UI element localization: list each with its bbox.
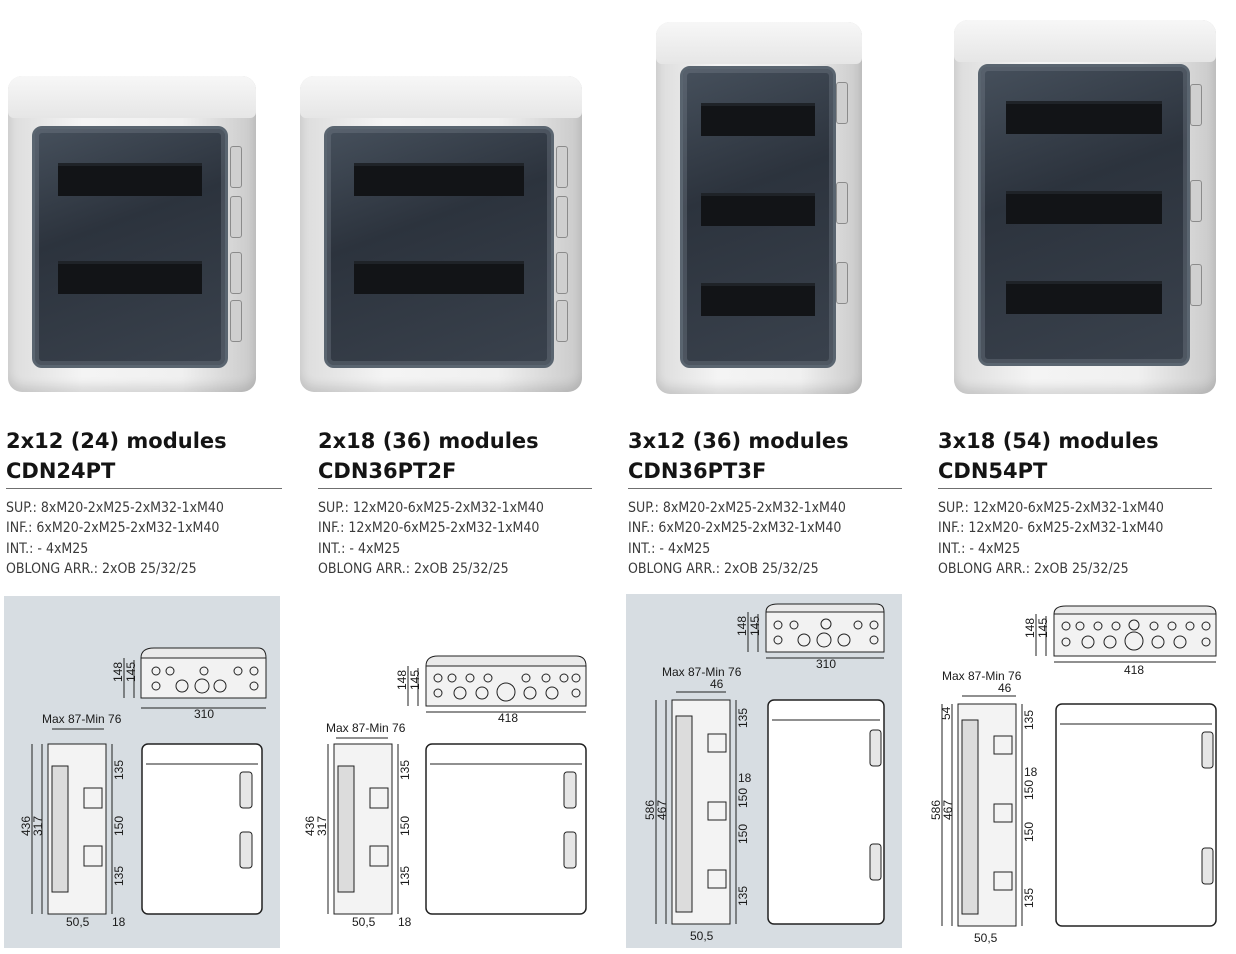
product-column-3: 3x12 (36) modules CDN36PT3F SUP.: 8xM20-…: [622, 0, 922, 954]
divider: [6, 488, 282, 489]
product-code: CDN36PT3F: [628, 459, 767, 483]
dim-width: 310: [816, 657, 836, 671]
product-title: 3x12 (36) modules: [628, 429, 849, 453]
dim-height: 586: [929, 800, 943, 820]
dim-spacing-1: 135: [112, 760, 126, 780]
dim-depth-top: 148: [395, 670, 409, 690]
product-title: 3x18 (54) modules: [938, 429, 1159, 453]
spec-list: SUP.: 8xM20-2xM25-2xM32-1xM40 INF.: 6xM2…: [628, 498, 846, 580]
dim-gland-note: Max 87-Min 76: [662, 665, 742, 679]
dim-width: 418: [498, 711, 518, 725]
dim-top-offset: 46: [710, 677, 724, 691]
product-photo-cdn36pt2f: [300, 76, 582, 392]
dim-bottom-2: 18: [398, 915, 412, 929]
dim-depth-top: 148: [1023, 618, 1037, 638]
technical-drawing-cdn36pt2f: 148 145 418 Max 87-Min 76 436 317 135 15…: [303, 596, 604, 948]
dim-spacing-2: 150: [398, 816, 412, 836]
product-photo-cdn36pt3f: [656, 22, 862, 394]
spec-int: INT.: - 4xM25: [318, 540, 401, 557]
spec-inf: INF.: 6xM20-2xM25-2xM32-1xM40: [628, 520, 842, 537]
dim-spacing-3: 135: [398, 866, 412, 886]
product-title: 2x12 (24) modules: [6, 429, 227, 453]
dim-inner-height: 317: [315, 816, 329, 836]
product-column-4: 3x18 (54) modules CDN54PT SUP.: 12xM20-6…: [929, 0, 1232, 954]
dim-height: 436: [19, 816, 33, 836]
dim-spacing-2: 18: [738, 771, 752, 785]
dim-bottom-1: 50,5: [974, 931, 998, 945]
dim-width: 418: [1124, 663, 1144, 677]
dim-bottom-2: 18: [112, 915, 126, 929]
dim-depth-inner: 145: [1036, 618, 1050, 638]
product-code: CDN36PT2F: [318, 459, 457, 483]
dim-gland-note: Max 87-Min 76: [942, 669, 1022, 683]
dim-height: 436: [303, 816, 317, 836]
dim-bottom-1: 50,5: [690, 929, 714, 943]
spec-list: SUP.: 12xM20-6xM25-2xM32-1xM40 INF.: 12x…: [938, 498, 1164, 580]
dim-top-side: 54: [939, 706, 953, 720]
spec-int: INT.: - 4xM25: [628, 540, 711, 557]
product-column-1: 2x12 (24) modules CDN24PT SUP.: 8xM20-2x…: [0, 0, 300, 954]
dim-depth-top: 148: [735, 616, 749, 636]
spec-int: INT.: - 4xM25: [938, 540, 1021, 557]
dim-spacing-3: 135: [112, 866, 126, 886]
spec-inf: INF.: 12xM20- 6xM25-2xM32-1xM40: [938, 520, 1164, 537]
dim-depth-inner: 145: [124, 662, 138, 682]
dim-spacing-1: 135: [398, 760, 412, 780]
dim-spacing-1: 135: [1022, 710, 1036, 730]
product-title: 2x18 (36) modules: [318, 429, 539, 453]
dim-gland-note: Max 87-Min 76: [42, 712, 122, 726]
dim-inner-height: 467: [941, 800, 955, 820]
dim-inner-height: 467: [655, 800, 669, 820]
technical-drawing-cdn36pt3f: 148 145 310 Max 87-Min 76 46 586 467 135…: [626, 594, 902, 948]
dim-height: 586: [643, 800, 657, 820]
dim-spacing-4: 150: [736, 824, 750, 844]
spec-list: SUP.: 8xM20-2xM25-2xM32-1xM40 INF.: 6xM2…: [6, 498, 224, 580]
dim-spacing-5: 135: [1022, 888, 1036, 908]
dim-spacing-4: 150: [1022, 822, 1036, 842]
spec-sup: SUP.: 12xM20-6xM25-2xM32-1xM40: [938, 500, 1164, 516]
dim-width: 310: [194, 707, 214, 721]
dim-depth-inner: 145: [408, 670, 422, 690]
spec-list: SUP.: 12xM20-6xM25-2xM32-1xM40 INF.: 12x…: [318, 498, 544, 580]
dim-spacing-5: 135: [736, 886, 750, 906]
spec-sup: SUP.: 8xM20-2xM25-2xM32-1xM40: [6, 500, 224, 516]
spec-inf: INF.: 6xM20-2xM25-2xM32-1xM40: [6, 520, 220, 537]
product-column-2: 2x18 (36) modules CDN36PT2F SUP.: 12xM20…: [300, 0, 612, 954]
spec-inf: INF.: 12xM20-6xM25-2xM32-1xM40: [318, 520, 540, 537]
dim-top-offset: 46: [998, 681, 1012, 695]
spec-oblong: OBLONG ARR.: 2xOB 25/32/25: [938, 561, 1129, 578]
dim-depth-top: 148: [111, 662, 125, 682]
dim-inner-height: 317: [31, 816, 45, 836]
spec-int: INT.: - 4xM25: [6, 540, 89, 557]
product-photo-cdn24pt: [8, 76, 256, 392]
technical-drawing-cdn24pt: 148 145 310 Max 87-Min 76 436 317 135 15…: [4, 596, 280, 948]
product-photo-cdn54pt: [954, 20, 1216, 394]
divider: [318, 488, 592, 489]
spec-sup: SUP.: 12xM20-6xM25-2xM32-1xM40: [318, 500, 544, 516]
product-code: CDN54PT: [938, 459, 1048, 483]
dim-spacing-2: 18: [1024, 765, 1038, 779]
spec-oblong: OBLONG ARR.: 2xOB 25/32/25: [628, 561, 819, 578]
dim-spacing-3: 150: [736, 788, 750, 808]
dim-gland-note: Max 87-Min 76: [326, 721, 406, 735]
dim-spacing-1: 135: [736, 708, 750, 728]
divider: [628, 488, 902, 489]
product-code: CDN24PT: [6, 459, 116, 483]
dim-spacing-2: 150: [112, 816, 126, 836]
spec-oblong: OBLONG ARR.: 2xOB 25/32/25: [6, 561, 197, 578]
divider: [938, 488, 1212, 489]
spec-oblong: OBLONG ARR.: 2xOB 25/32/25: [318, 561, 509, 578]
spec-sup: SUP.: 8xM20-2xM25-2xM32-1xM40: [628, 500, 846, 516]
dim-spacing-3: 150: [1022, 780, 1036, 800]
dim-bottom-1: 50,5: [352, 915, 376, 929]
dim-bottom-1: 50,5: [66, 915, 90, 929]
technical-drawing-cdn54pt: 148 145 418 Max 87-Min 76 46 54 586 467 …: [929, 596, 1232, 948]
dim-depth-inner: 145: [748, 616, 762, 636]
